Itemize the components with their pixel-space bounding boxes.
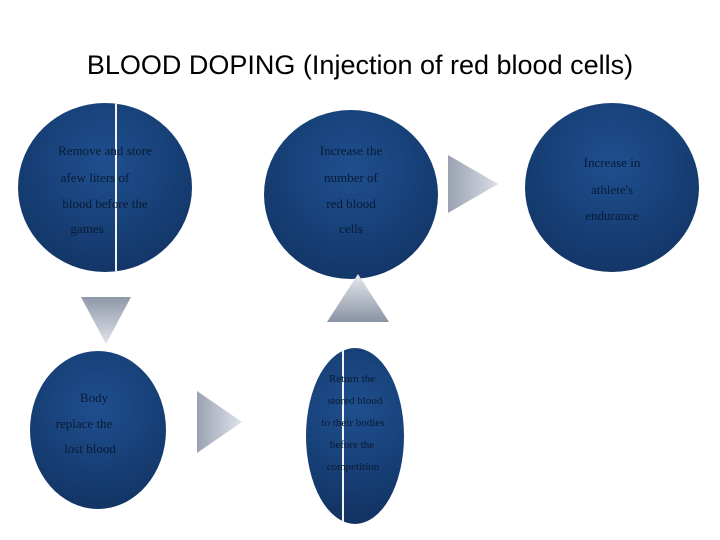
node-body-replace: Body replace the lost blood <box>30 351 166 509</box>
node-remove-line-1: Remove and store <box>58 143 152 158</box>
node-remove-line-2: afew liters of <box>60 170 130 185</box>
node-increase-cells: Increase the number of red blood cells <box>264 110 438 279</box>
node-remove-blood: Remove and store afew liters of blood be… <box>18 103 192 272</box>
node-endurance: Increase in athlete's endurance <box>525 103 699 272</box>
arrow-right-icon <box>197 391 242 453</box>
node-body-line-1: Body <box>79 390 109 405</box>
arrow-right-icon <box>448 155 498 213</box>
node-increase-cells-line-1: Increase the <box>319 143 383 158</box>
arrow-up-icon <box>327 274 389 322</box>
node-return-line-3: to their bodies <box>321 417 385 429</box>
node-remove-line-3: blood before the <box>62 196 148 211</box>
node-increase-cells-line-3: red blood <box>326 196 376 211</box>
node-endurance-line-3: endurance <box>585 208 639 223</box>
node-remove-line-4: games <box>70 221 104 236</box>
arrow-down-icon <box>81 297 131 344</box>
node-return-line-4: before the <box>329 439 375 451</box>
slide-title: BLOOD DOPING (Injection of red blood cel… <box>86 50 634 80</box>
node-increase-cells-line-4: cells <box>339 221 363 236</box>
node-divider-line <box>115 103 117 272</box>
node-body-line-3: lost blood <box>64 441 116 456</box>
node-return-line-1: Return the <box>328 373 376 385</box>
node-return-line-2: stored blood <box>327 395 383 407</box>
node-return-line-5: competition <box>326 461 380 473</box>
node-endurance-line-2: athlete's <box>590 182 634 197</box>
node-endurance-line-1: Increase in <box>583 155 641 170</box>
node-increase-cells-line-2: number of <box>324 170 378 185</box>
node-body-line-2: replace the <box>55 416 113 431</box>
node-return-blood: Return the stored blood to their bodies … <box>306 348 404 524</box>
node-divider-line <box>342 348 344 524</box>
